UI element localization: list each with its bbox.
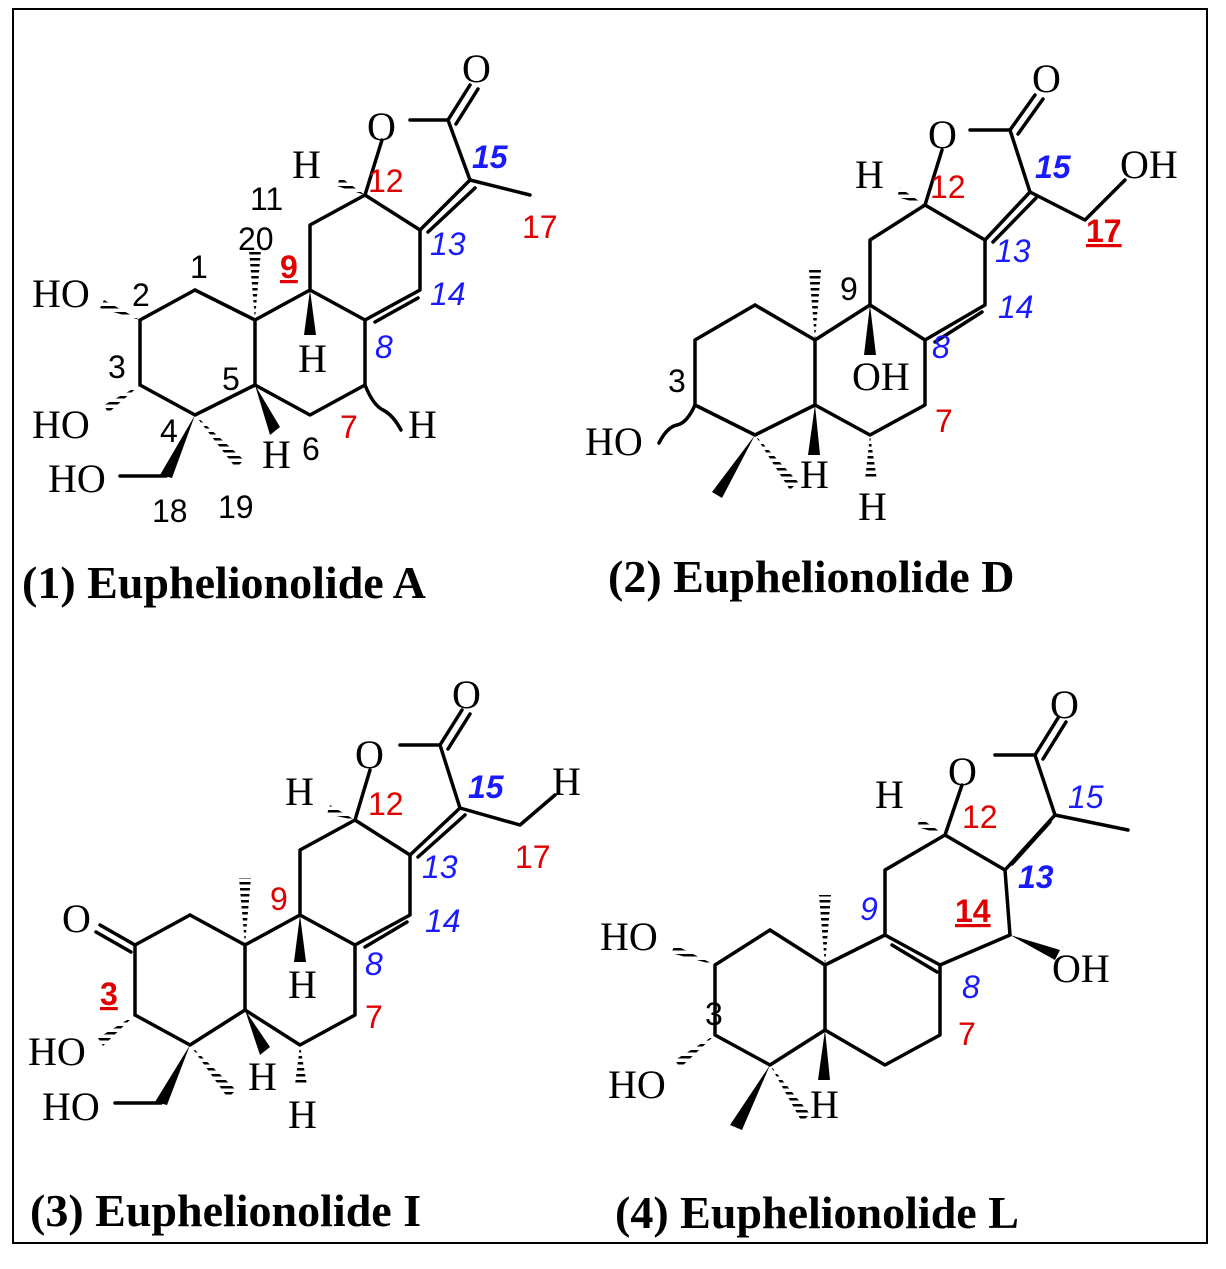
figure-frame	[12, 8, 1208, 1244]
compound-2-structure: O O H OH OH HO H H 3 7 8 9 12 13 14 15 1…	[585, 56, 1178, 529]
c2-num-14: 14	[998, 289, 1034, 325]
c1-ring-o: O	[367, 104, 396, 149]
c3-o2: O	[62, 896, 91, 941]
c4-num-15: 15	[1068, 779, 1104, 815]
c1-num-4: 4	[160, 413, 178, 449]
c3-h9: H	[288, 962, 317, 1007]
c1-ho18: HO	[48, 456, 106, 501]
c3-num-13: 13	[422, 849, 458, 885]
c4-h5: H	[810, 1082, 839, 1127]
c2-num-13: 13	[995, 233, 1031, 269]
c2-ring-o: O	[928, 112, 957, 157]
c3-num-17: 17	[515, 839, 551, 875]
c3-h17: H	[552, 759, 581, 804]
c3-num-9: 9	[270, 881, 288, 917]
c3-num-12: 12	[368, 786, 404, 822]
c4-ring-o: O	[948, 749, 977, 794]
c1-num-8: 8	[375, 329, 393, 365]
c1-num-1: 1	[190, 249, 208, 285]
c3-h5: H	[248, 1054, 277, 1099]
c1-ho2: HO	[32, 271, 90, 316]
c4-carbonyl-o: O	[1050, 682, 1079, 727]
c1-num-15: 15	[472, 139, 509, 175]
c1-num-2: 2	[132, 277, 150, 313]
c2-h12: H	[855, 152, 884, 197]
compound-3-title: (3) Euphelionolide I	[30, 1185, 421, 1236]
c1-num-11: 11	[250, 181, 283, 217]
c2-h5: H	[800, 452, 829, 497]
c1-num-7: 7	[340, 409, 358, 445]
c2-ho3: HO	[585, 419, 643, 464]
c1-num-13: 13	[430, 226, 466, 262]
c3-carbonyl-o: O	[452, 672, 481, 717]
c4-num-8: 8	[962, 969, 980, 1005]
c1-h9: H	[298, 336, 327, 381]
c2-num-17: 17	[1086, 213, 1122, 249]
c1-num-3: 3	[108, 349, 126, 385]
c3-num-14: 14	[425, 903, 461, 939]
c1-num-14: 14	[430, 276, 466, 312]
c1-num-20: 20	[238, 221, 274, 257]
c1-num-6: 6	[302, 431, 320, 467]
c3-num-15: 15	[468, 769, 505, 805]
c2-num-3: 3	[668, 363, 686, 399]
c2-num-9: 9	[840, 271, 858, 307]
c2-num-7: 7	[935, 403, 953, 439]
c4-num-13: 13	[1018, 859, 1054, 895]
c1-num-9: 9	[280, 249, 298, 285]
c1-carbonyl-o: O	[462, 46, 491, 91]
c3-ring-o: O	[355, 732, 384, 777]
c3-h6: H	[288, 1092, 317, 1137]
c2-oh17: OH	[1120, 142, 1178, 187]
c1-h5: H	[262, 432, 291, 477]
c1-num-19: 19	[218, 489, 254, 525]
compound-4-structure: O O H HO HO OH H 3 7 8 9 12 13 14 15	[600, 682, 1130, 1130]
compound-1-title: (1) Euphelionolide A	[22, 557, 426, 608]
c4-num-7: 7	[958, 1016, 976, 1052]
c4-num-12: 12	[962, 799, 998, 835]
compound-2-title: (2) Euphelionolide D	[608, 551, 1014, 602]
compound-1-structure: O O H HO HO HO H H H 1 2 3 4 5 6 7 8 9 1…	[32, 46, 558, 529]
c3-ho3: HO	[28, 1029, 86, 1074]
c4-num-14: 14	[955, 893, 991, 929]
compound-3-structure: O O H H O HO HO H H H 3 7 8 9 12 13 14 1…	[28, 672, 581, 1137]
c1-h12: H	[292, 142, 321, 187]
c3-num-8: 8	[365, 946, 383, 982]
c1-num-5: 5	[222, 361, 240, 397]
c4-ho3: HO	[608, 1062, 666, 1107]
c1-h7: H	[408, 402, 437, 447]
compound-4-title: (4) Euphelionolide L	[615, 1187, 1019, 1238]
c2-num-12: 12	[930, 169, 966, 205]
c1-num-18: 18	[152, 493, 188, 529]
c3-ho18: HO	[42, 1084, 100, 1129]
c3-num-7: 7	[365, 999, 383, 1035]
c4-ho2: HO	[600, 914, 658, 959]
c1-num-12: 12	[368, 163, 404, 199]
c2-num-15: 15	[1035, 149, 1072, 185]
c4-oh14: OH	[1052, 946, 1110, 991]
c2-oh9: OH	[852, 354, 910, 399]
c1-num-17: 17	[522, 209, 558, 245]
c3-num-3: 3	[100, 976, 118, 1012]
c2-carbonyl-o: O	[1032, 56, 1061, 101]
c4-num-9: 9	[860, 891, 878, 927]
c4-h12: H	[875, 772, 904, 817]
c4-num-3: 3	[705, 996, 723, 1032]
c2-num-8: 8	[932, 329, 950, 365]
c2-h6: H	[858, 484, 887, 529]
c1-ho3: HO	[32, 402, 90, 447]
c3-h12: H	[285, 769, 314, 814]
